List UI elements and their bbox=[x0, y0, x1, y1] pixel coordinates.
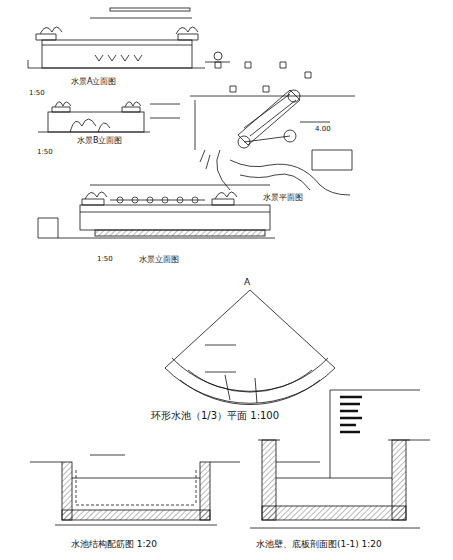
drawing-title: 水景B立面图 bbox=[76, 137, 124, 146]
drawing-title: 1:50 bbox=[96, 256, 114, 264]
long-elevation bbox=[38, 185, 275, 238]
elevation-b bbox=[38, 102, 180, 132]
drawing-title: 1:50 bbox=[28, 90, 46, 98]
drawing-title: 水景A立面图 bbox=[70, 78, 117, 87]
drawing-title: 水池结构配筋图 1:20 bbox=[70, 540, 158, 550]
ring-pool-plan bbox=[165, 290, 335, 405]
dimension-text: 4.00 bbox=[314, 126, 332, 134]
drawing-title: 1:50 bbox=[36, 149, 54, 157]
elevation-a bbox=[28, 8, 230, 68]
water-feature-plan bbox=[190, 62, 355, 195]
pool-rebar-section bbox=[30, 455, 240, 525]
drawing-title: 水池壁、底板剖面图(1-1) 1:20 bbox=[255, 540, 383, 550]
drawing-title: 环形水池（1/3）平面 1:100 bbox=[150, 410, 280, 421]
drawing-title: 水景立面图 bbox=[138, 256, 180, 265]
drawing-title: 水景平面图 bbox=[262, 194, 304, 203]
section-mark: A bbox=[243, 278, 251, 288]
